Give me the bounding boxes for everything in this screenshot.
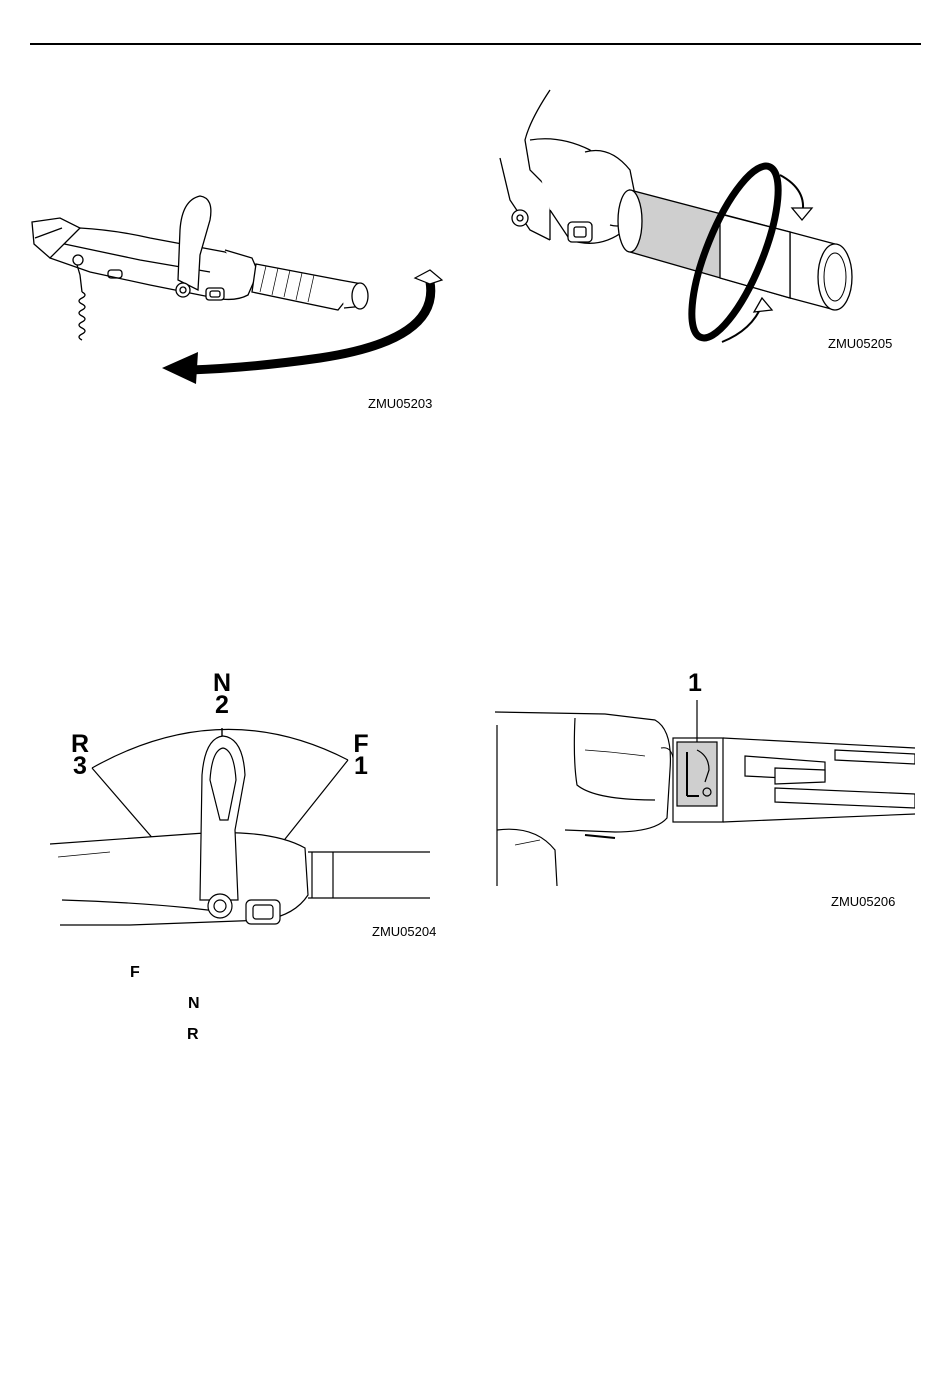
tiller-handle-drawing bbox=[20, 180, 460, 410]
position-f-label: F 1 bbox=[349, 733, 373, 777]
callout-1: 1 bbox=[683, 672, 707, 694]
figure-code-3: ZMU05204 bbox=[372, 924, 436, 939]
figure-shift-lever-positions bbox=[50, 720, 440, 940]
legend-reverse-letter: R bbox=[187, 1026, 199, 1044]
position-n-number: 2 bbox=[210, 694, 234, 716]
figure-code-2: ZMU05205 bbox=[828, 336, 892, 351]
throttle-grip-drawing bbox=[490, 80, 870, 350]
figure-code-4: ZMU05206 bbox=[831, 894, 895, 909]
figure-throttle-grip-rotation bbox=[490, 80, 870, 350]
legend-neutral-letter: N bbox=[188, 995, 200, 1013]
position-n-label: N 2 bbox=[210, 672, 234, 716]
position-f-number: 1 bbox=[349, 755, 373, 777]
position-r-label: R 3 bbox=[68, 733, 92, 777]
position-r-number: 3 bbox=[68, 755, 92, 777]
legend-forward-letter: F bbox=[130, 964, 140, 982]
throttle-adjuster-drawing bbox=[495, 700, 915, 890]
figure-throttle-friction-adjuster bbox=[495, 700, 915, 890]
header-rule bbox=[30, 43, 921, 45]
figure-code-1: ZMU05203 bbox=[368, 396, 432, 411]
figure-tiller-handle-lowering bbox=[20, 180, 460, 410]
shift-lever-drawing bbox=[50, 720, 440, 940]
